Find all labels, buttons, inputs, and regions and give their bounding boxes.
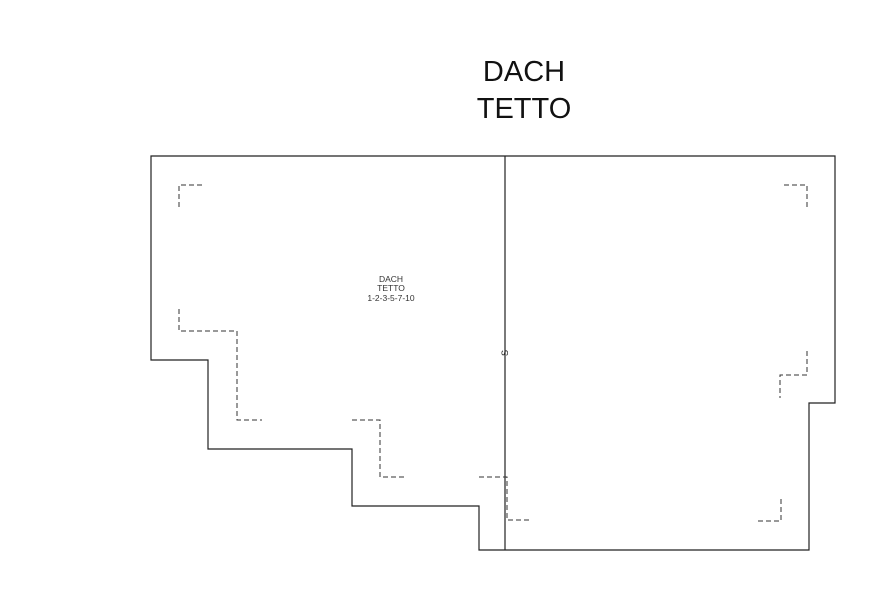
dashed-step-ridge [479, 476, 531, 521]
room-label-line2: TETTO [377, 283, 405, 293]
dashed-corner-bottom-right [758, 498, 782, 522]
dashed-step-right [779, 351, 808, 398]
drawing-title-line1: DACH [483, 56, 565, 88]
dashed-step-left [178, 309, 262, 421]
roof-outline [150, 155, 836, 551]
dashed-step-middle [352, 419, 404, 478]
dashed-corner-top-right [784, 184, 808, 208]
ridge-marker: S [500, 350, 510, 356]
inner-wall-dashed-lines [178, 184, 808, 522]
room-label-line1: DACH [379, 274, 403, 284]
drawing-title-line2: TETTO [477, 93, 572, 125]
room-label-line3: 1-2-3-5-7-10 [367, 293, 415, 303]
dashed-corner-top-left [178, 184, 202, 207]
